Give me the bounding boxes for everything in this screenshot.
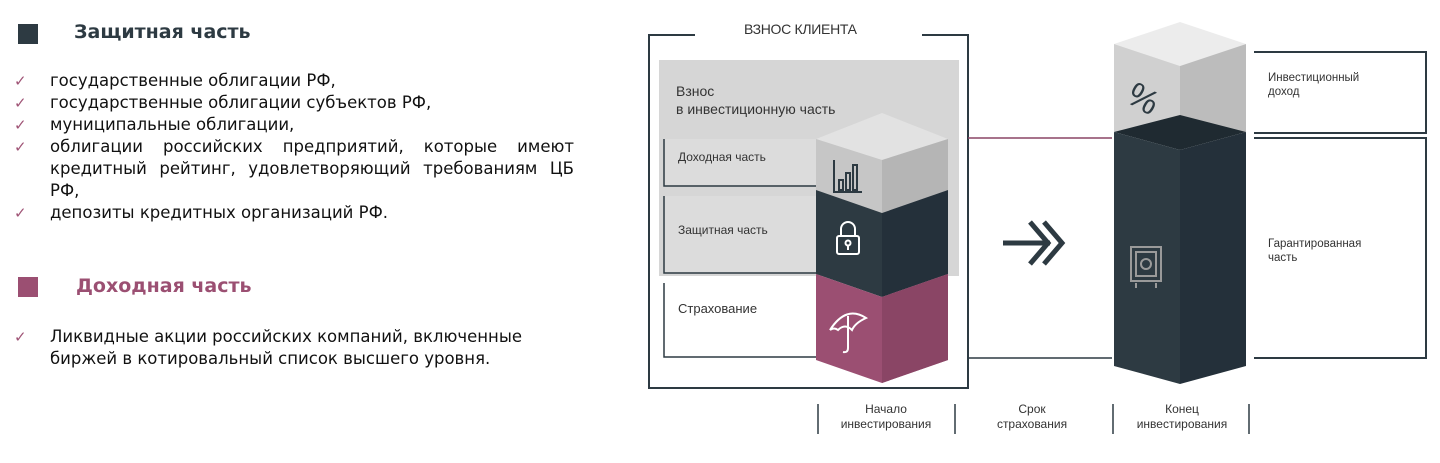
result-guaranteed-bracket [1254,137,1427,359]
check-icon: ✓ [14,204,27,222]
insurance-box [663,283,816,358]
axis-label-start: Начало инвестирования [840,402,932,431]
result-income-bracket [1254,51,1427,134]
list-item: ✓облигации российских предприятий, котор… [14,137,574,200]
protect-part-box [663,196,816,274]
client-contribution-label: ВЗНОС КЛИЕНТА [744,21,857,37]
padlock-icon [836,221,860,255]
bar-chart-icon [833,160,862,193]
list-item: ✓государственные облигации субъектов РФ, [14,93,432,112]
insurance-label: Страхование [678,301,758,316]
axis-label-end: Конец инвестирования [1136,402,1228,431]
check-icon: ✓ [14,94,27,112]
income-list: ✓Ликвидные акции российских компаний, вк… [14,326,574,370]
list-item: ✓Ликвидные акции российских компаний, вк… [14,327,523,368]
axis-label-insurance-term: Срок страхования [996,402,1068,431]
investment-part-label: Взнос в инвестиционную часть [676,83,836,117]
insurance-cube [816,274,948,383]
income-part-label: Доходная часть [678,150,766,164]
check-icon: ✓ [14,116,27,134]
client-contribution-frame [648,34,969,389]
protect-legend-square [18,24,38,44]
income-part-box [663,139,816,187]
result-guaranteed-label: Гарантированная часть [1268,238,1362,264]
protect-section-title: Защитная часть [74,21,251,43]
umbrella-icon [829,312,869,354]
income-section-title: Доходная часть [76,275,252,297]
double-chevron-arrow-icon [1003,220,1066,266]
list-item: ✓государственные облигации РФ, [14,71,336,90]
list-item: ✓депозиты кредитных организаций РФ. [14,203,389,222]
timeline-ticks [817,404,1250,434]
income-legend-square [18,277,38,297]
check-icon: ✓ [14,72,27,90]
protect-cube [816,190,948,297]
result-guaranteed-column [1114,115,1246,384]
result-income-label: Инвестиционный доход [1268,72,1360,98]
result-income-cube [1114,22,1246,137]
check-icon: ✓ [14,328,27,346]
list-item: ✓муниципальные облигации, [14,115,295,134]
protect-list: ✓государственные облигации РФ, ✓государс… [14,70,574,224]
protect-part-label: Защитная часть [678,223,768,237]
safe-icon [1130,246,1162,288]
check-icon: ✓ [14,138,27,156]
